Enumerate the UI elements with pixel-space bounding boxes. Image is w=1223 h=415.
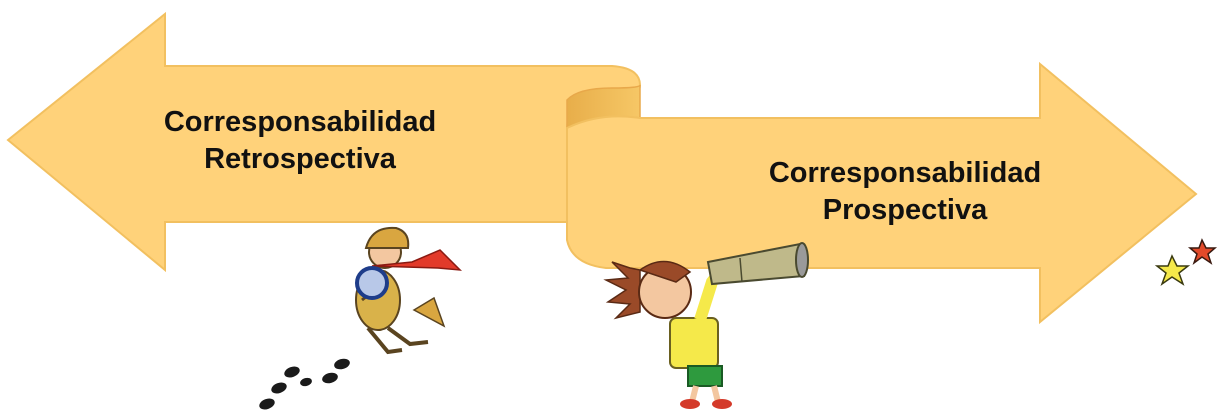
child-with-telescope-illustration (603, 242, 809, 409)
right-arrow-label-line1: Corresponsabilidad (768, 157, 1042, 189)
left-arrow-label: Corresponsabilidad Retrospectiva (110, 104, 490, 178)
left-arrow-label-line1: Corresponsabilidad (163, 106, 437, 138)
left-arrow-label-line2: Retrospectiva (204, 143, 396, 175)
right-arrow-label-line2: Prospectiva (822, 194, 988, 226)
right-arrow-label: Corresponsabilidad Prospectiva (710, 155, 1100, 229)
footprints-illustration (259, 358, 350, 410)
right-arrow-shape (566, 61, 1198, 325)
stars-illustration (1154, 238, 1218, 286)
detective-illustration (355, 226, 462, 355)
